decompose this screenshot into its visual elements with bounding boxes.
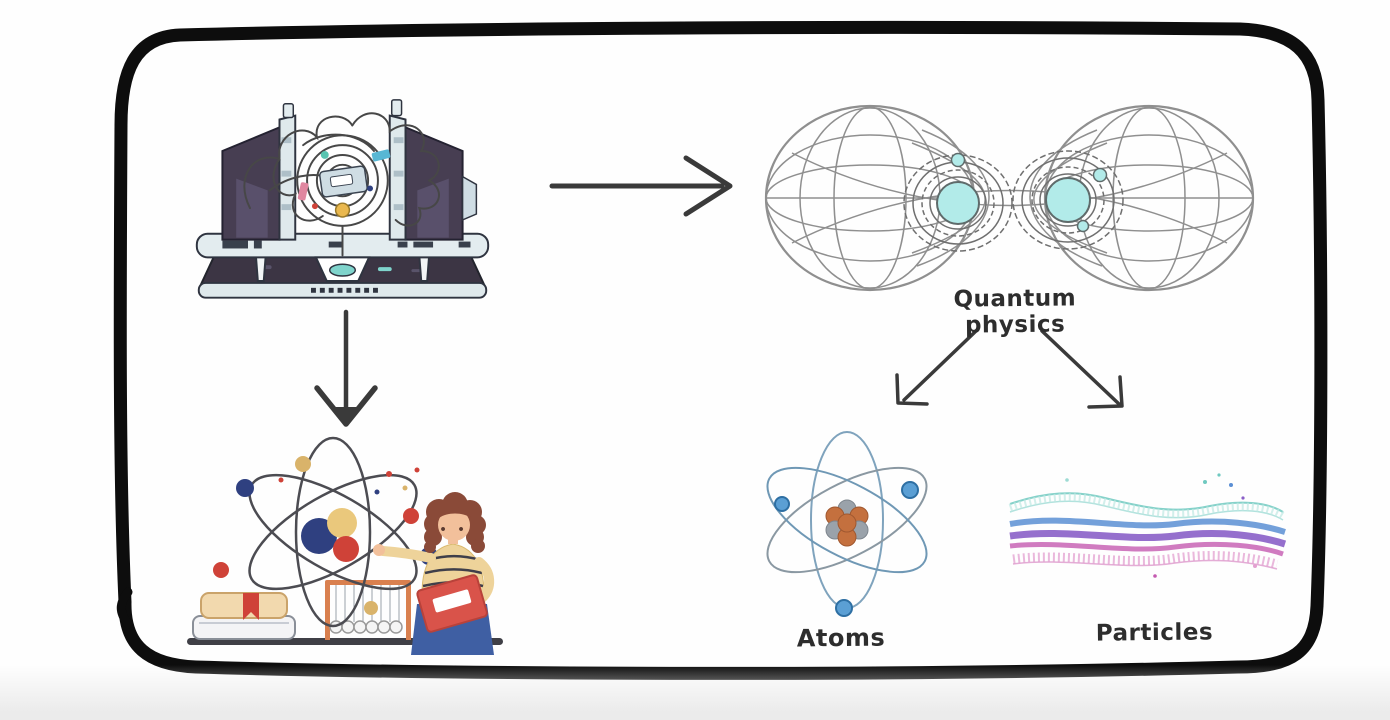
- atoms-label: Atoms: [796, 623, 886, 653]
- sparkle-dots: [278, 467, 420, 495]
- arrow-right-icon: [549, 155, 733, 217]
- book-stack: [192, 592, 296, 640]
- right-torus-rings: [1012, 150, 1124, 250]
- scientist-figure: [373, 492, 495, 655]
- left-qubit-circle: [936, 181, 980, 225]
- right-lobe-mesh: [1043, 104, 1255, 292]
- particle-dots: [1065, 473, 1257, 578]
- arrow-down-right-icon: [1040, 329, 1124, 409]
- qubit-dot: [950, 152, 966, 168]
- scientist-with-atom-model-illustration: [187, 436, 503, 655]
- arrow-down-left-icon: [895, 329, 978, 406]
- right-tower: [388, 99, 478, 241]
- electrons: [774, 481, 919, 617]
- qubit-dot: [1076, 219, 1090, 233]
- arrow-down-icon: [314, 309, 378, 427]
- particles-label: Particles: [1095, 619, 1214, 647]
- nucleus-cluster: [825, 499, 869, 547]
- qubit-dot: [1092, 167, 1108, 183]
- quantum-computer-illustration: [195, 99, 490, 299]
- quantum-physics-label: Quantum physics: [953, 285, 1077, 339]
- machine-components: [297, 149, 391, 218]
- infinity-wireframe-illustration: [764, 104, 1255, 292]
- particle-wave-illustration: [1008, 473, 1287, 578]
- red-book: [416, 574, 488, 633]
- hair: [424, 492, 486, 553]
- atom-illustration: [766, 431, 928, 617]
- right-qubit-circle: [1045, 177, 1091, 223]
- left-tower: [221, 103, 297, 241]
- newtons-cradle: [325, 580, 411, 640]
